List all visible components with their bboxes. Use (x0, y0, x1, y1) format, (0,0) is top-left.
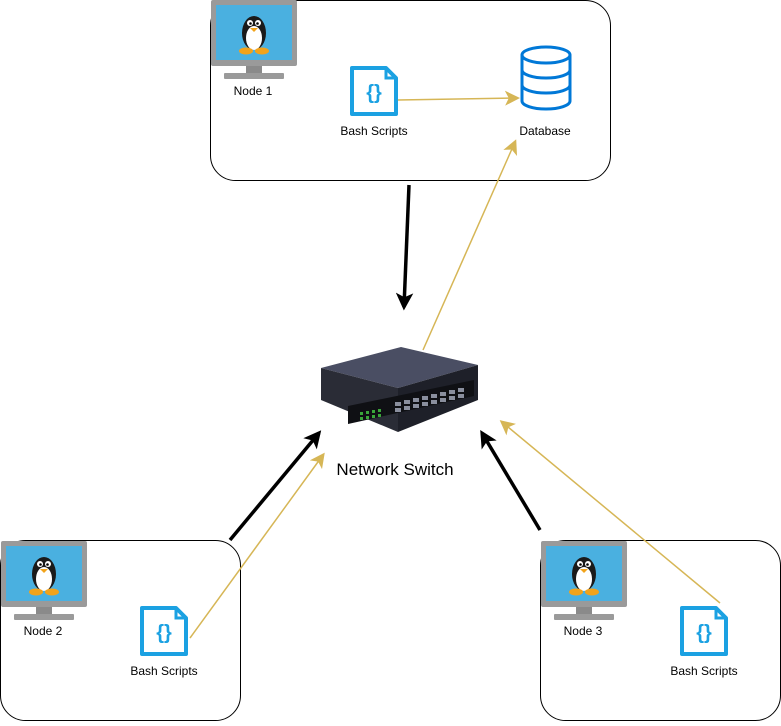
node2-scripts-label: Bash Scripts (130, 664, 197, 678)
node3-scripts-label: Bash Scripts (670, 664, 737, 678)
connection-arrow-node1 (395, 184, 414, 311)
script-file-icon (680, 606, 728, 656)
script-file-icon (140, 606, 188, 656)
network-switch-label: Network Switch (336, 460, 453, 479)
data-flow-node3-to-switch (499, 420, 721, 604)
data-flow-switch-to-db (422, 139, 518, 351)
database-icon (520, 45, 572, 111)
node1-scripts-label: Bash Scripts (340, 124, 407, 138)
node3-label: Node 3 (564, 624, 603, 638)
node1-container (210, 0, 611, 181)
connection-arrow-node2 (228, 430, 322, 542)
database-label: Database (519, 124, 571, 138)
script-file-icon (350, 66, 398, 116)
data-flow-scripts-to-db (397, 90, 520, 106)
network-switch-icon (321, 347, 478, 432)
node2-label: Node 2 (24, 624, 63, 638)
connection-arrow-node3 (480, 429, 542, 531)
node1-label: Node 1 (234, 84, 273, 98)
data-flow-node2-to-switch (189, 452, 325, 639)
